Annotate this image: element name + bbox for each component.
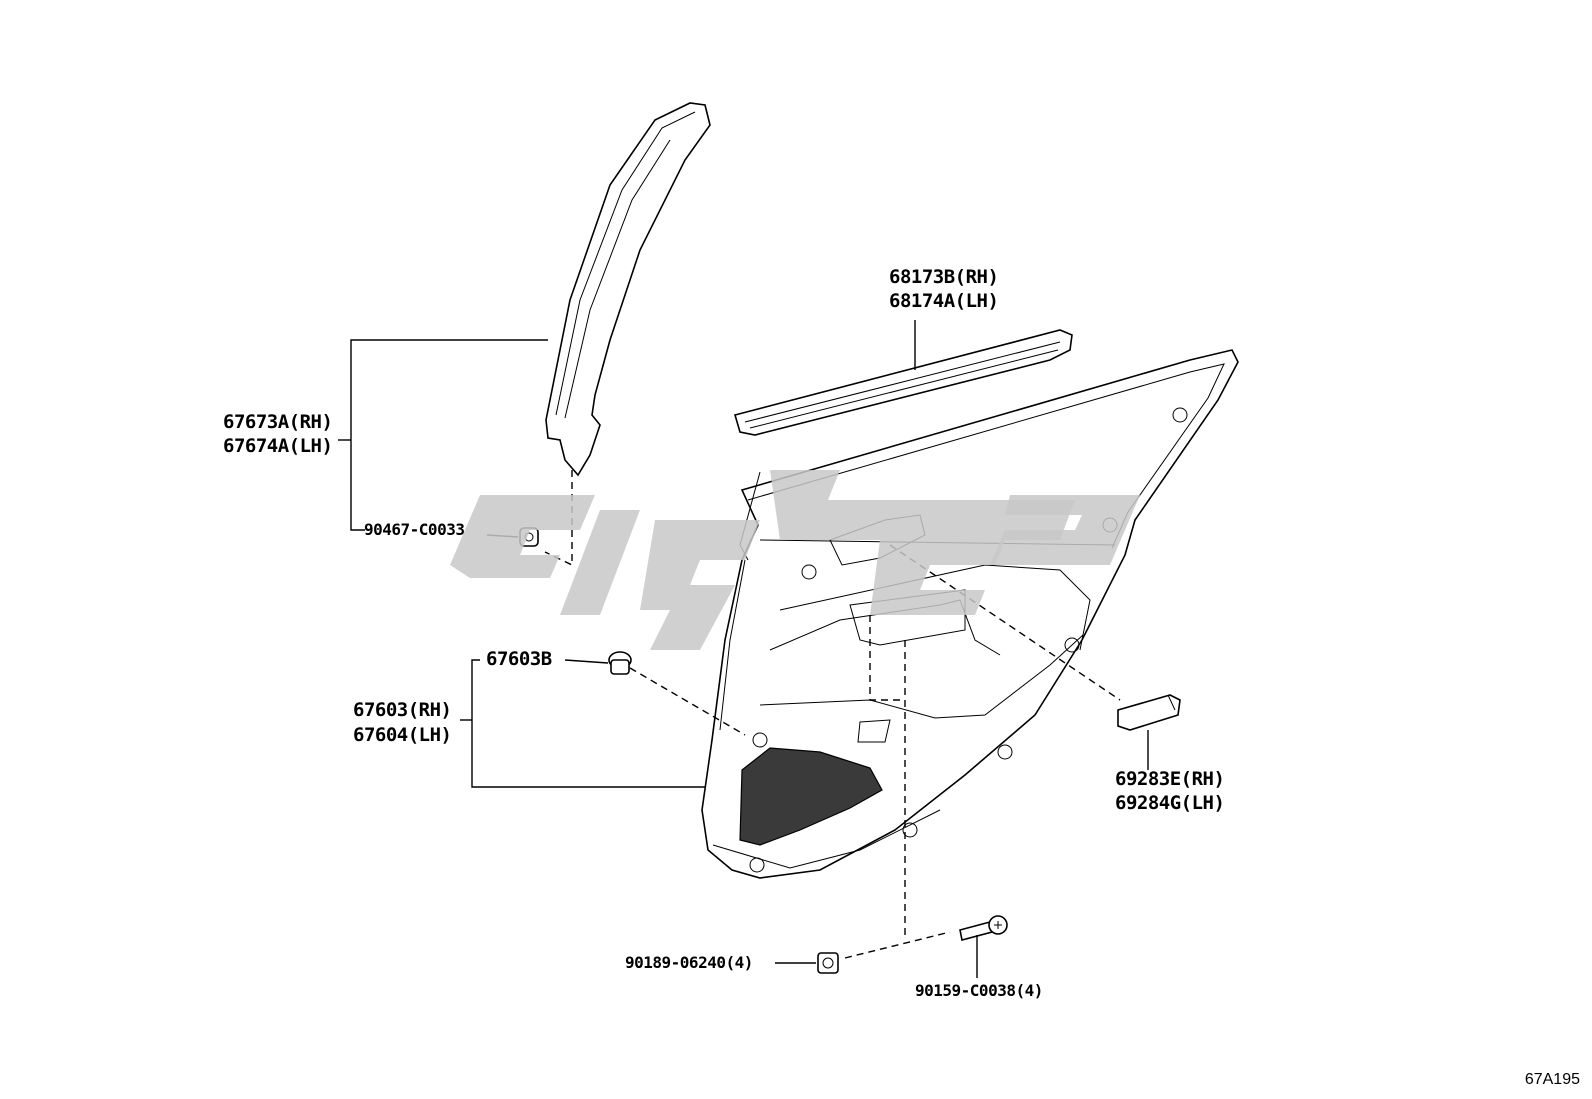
- label-clip-garnish: 90467-C0033: [364, 520, 465, 539]
- label-cover-lh: 69284G(LH): [1115, 792, 1225, 814]
- window-garnish: [545, 102, 711, 477]
- label-screw: 90159-C0038(4): [915, 981, 1043, 1000]
- diagram-id: 67A195: [1524, 1071, 1580, 1088]
- label-weatherstrip-rh: 68173B(RH): [889, 266, 999, 288]
- label-cover-rh: 69283E(RH): [1115, 768, 1225, 790]
- board-clip: [608, 651, 632, 675]
- weatherstrip: [733, 329, 1073, 436]
- handle-cover: [1117, 694, 1181, 731]
- nut: [817, 952, 839, 974]
- label-garnish-lh: 67674A(LH): [223, 435, 333, 457]
- label-board-rh: 67603(RH): [353, 699, 452, 721]
- screw: [959, 915, 1008, 941]
- label-board-lh: 67604(LH): [353, 724, 452, 746]
- watermark-logo: [450, 470, 1140, 650]
- label-nut: 90189-06240(4): [625, 953, 753, 972]
- label-board-clip: 67603B: [486, 648, 552, 670]
- label-weatherstrip-lh: 68174A(LH): [889, 290, 999, 312]
- label-garnish-rh: 67673A(RH): [223, 411, 333, 433]
